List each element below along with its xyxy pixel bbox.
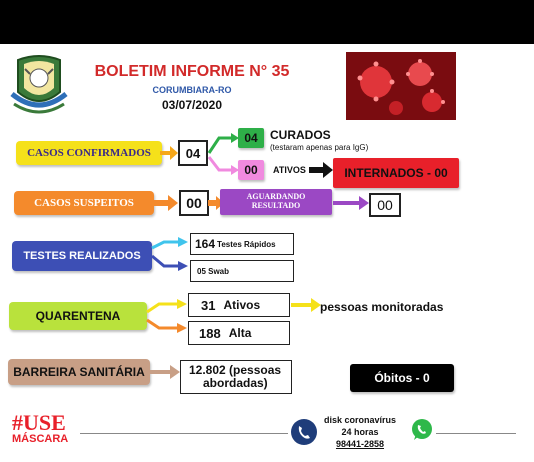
sanitary-barrier-value: 12.802 <box>189 362 226 377</box>
awaiting-result-value: 00 <box>369 193 401 217</box>
quarantine-discharged-box: 188 Alta <box>188 321 290 345</box>
confirmed-cases-value: 04 <box>178 140 208 166</box>
city-label: CORUMBIARA-RO <box>152 85 232 95</box>
disk-line2: 24 horas <box>341 427 379 437</box>
rapid-tests-label: Testes Rápidos <box>217 239 276 249</box>
cured-value: 04 <box>238 128 264 148</box>
bulletin-title: BOLETIM INFORME N° 35 <box>94 63 290 80</box>
rapid-tests-box: 164 Testes Rápidos <box>190 233 294 255</box>
arrow-icon <box>152 195 178 211</box>
people-monitored-label: pessoas monitoradas <box>320 300 444 314</box>
arrow-icon <box>160 146 178 160</box>
deaths-label: Óbitos - 0 <box>350 364 454 392</box>
coronavirus-image <box>346 52 456 120</box>
awaiting-result-label: AGUARDANDO RESULTADO <box>220 189 332 215</box>
mask-label: MÁSCARA <box>12 433 69 445</box>
footer-divider-right <box>436 433 516 434</box>
active-value: 00 <box>238 160 264 180</box>
arrow-icon <box>150 365 180 379</box>
rapid-tests-value: 164 <box>195 237 216 251</box>
arrow-icon <box>207 130 239 180</box>
footer-divider-left <box>80 433 288 434</box>
confirmed-cases-label: CASOS CONFIRMADOS <box>16 141 162 165</box>
arrow-icon <box>309 162 333 178</box>
whatsapp-icon <box>410 418 434 442</box>
phone-icon <box>290 418 318 446</box>
arrow-icon <box>333 196 369 210</box>
quarantine-discharged-value: 188 <box>199 325 221 341</box>
sanitary-barrier-text1: (pessoas <box>229 362 282 377</box>
use-label: #USE <box>12 410 66 435</box>
bulletin-date: 03/07/2020 <box>161 98 223 112</box>
active-label: ATIVOS <box>273 165 306 175</box>
cured-label: CURADOS <box>270 128 331 142</box>
suspected-cases-label: CASOS SUSPEITOS <box>14 191 154 215</box>
sanitary-barrier-box: 12.802 (pessoas abordadas) <box>180 360 292 394</box>
arrow-icon <box>150 232 190 276</box>
municipal-crest-logo <box>10 54 68 120</box>
swab-tests-box: 05 Swab <box>190 260 294 282</box>
quarantine-active-box: 31 Ativos <box>188 293 290 317</box>
tests-performed-label: TESTES REALIZADOS <box>12 241 152 271</box>
sanitary-barrier-line1: 12.802 (pessoas <box>189 362 282 377</box>
quarantine-active-label: Ativos <box>223 298 261 312</box>
quarantine-discharged-label: Alta <box>228 326 252 340</box>
cured-note: (testaram apenas para IgG) <box>270 143 369 152</box>
disk-line1: disk coronavírus <box>323 415 397 425</box>
quarantine-active-value: 31 <box>201 297 216 313</box>
sanitary-barrier-text2: abordadas) <box>203 376 268 390</box>
hospitalized-label: INTERNADOS - 00 <box>333 158 459 188</box>
arrow-icon <box>291 298 321 312</box>
sanitary-barrier-label: BARREIRA SANITÁRIA <box>8 359 150 385</box>
arrow-icon <box>145 294 189 338</box>
suspected-cases-value: 00 <box>179 190 209 216</box>
quarantine-label: QUARENTENA <box>9 302 147 330</box>
top-black-bar <box>0 0 534 44</box>
phone-number: 98441-2858 <box>335 439 385 449</box>
use-mask-logo: #USE MÁSCARA <box>12 412 68 445</box>
